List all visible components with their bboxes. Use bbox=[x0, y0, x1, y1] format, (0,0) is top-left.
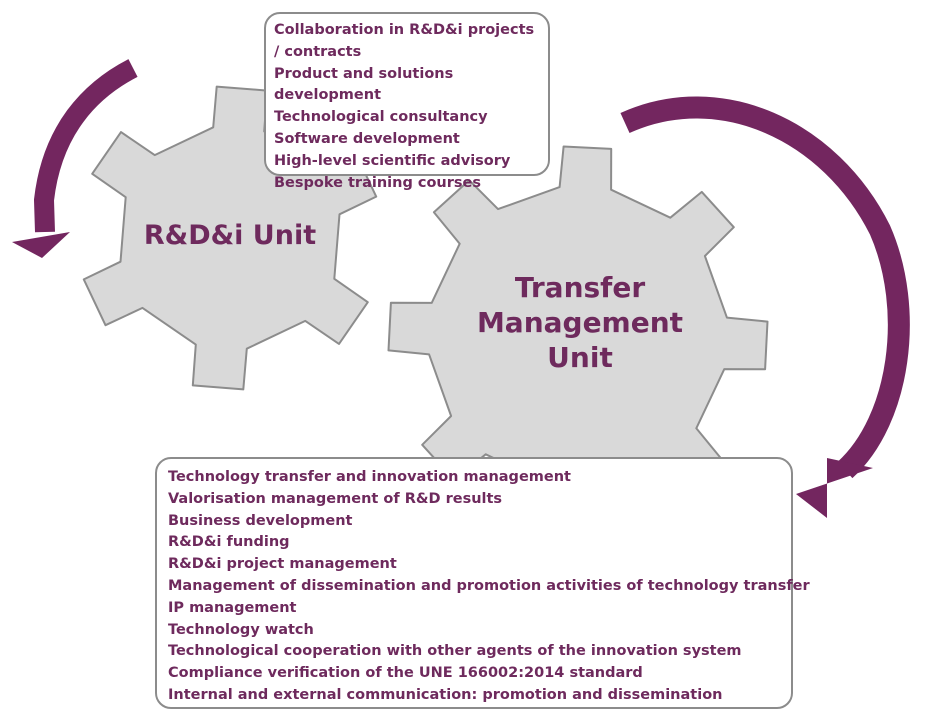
list-item: Collaboration in R&D&i projects / contra… bbox=[274, 22, 535, 60]
list-item: Product and solutions development bbox=[274, 65, 454, 104]
list-item: R&D&i funding bbox=[168, 534, 290, 551]
list-item: High-level scientific advisory bbox=[274, 152, 511, 169]
left-cycle-arrow-shaft bbox=[33, 59, 138, 233]
list-item: Bespoke training courses bbox=[274, 174, 482, 191]
list-item: Technological consultancy bbox=[274, 109, 488, 126]
right-cycle-arrowhead bbox=[796, 458, 873, 518]
list-item: Valorisation management of R&D results bbox=[168, 490, 503, 507]
rdi-unit-label: R&D&i Unit bbox=[143, 220, 317, 251]
transfer-services-box: Technology transfer and innovation manag… bbox=[155, 457, 810, 709]
right-cycle-arrow-shaft bbox=[620, 96, 910, 479]
transfer-unit-label: Transfer Management Unit bbox=[476, 271, 684, 374]
transfer-services-list: Technology transfer and innovation manag… bbox=[168, 467, 810, 707]
list-item: Compliance verification of the UNE 16600… bbox=[168, 665, 643, 682]
list-item: R&D&i project management bbox=[168, 556, 397, 573]
list-item: Technology watch bbox=[168, 621, 314, 638]
rdi-services-box: Collaboration in R&D&i projects / contra… bbox=[264, 12, 550, 191]
list-item: IP management bbox=[168, 599, 297, 616]
rdi-services-list: Collaboration in R&D&i projects / contra… bbox=[274, 20, 542, 194]
list-item: Technology transfer and innovation manag… bbox=[168, 469, 571, 485]
list-item: Internal and external communication: pro… bbox=[168, 686, 723, 703]
list-item: Technological cooperation with other age… bbox=[168, 643, 742, 660]
left-cycle-arrowhead bbox=[12, 232, 70, 258]
list-item: Management of dissemination and promotio… bbox=[168, 577, 810, 594]
list-item: Business development bbox=[168, 512, 353, 529]
list-item: Software development bbox=[274, 130, 460, 147]
